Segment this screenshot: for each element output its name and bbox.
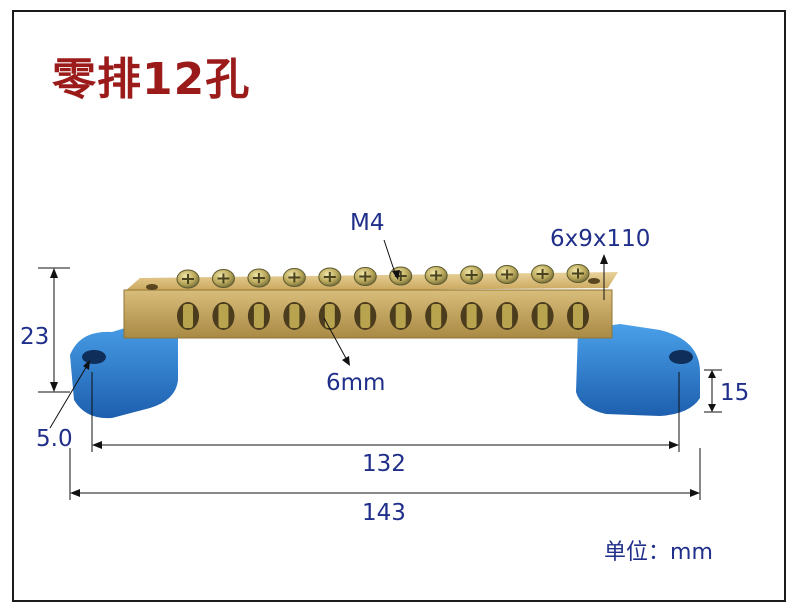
screw-thread: [324, 304, 335, 328]
screw-thread: [289, 304, 300, 328]
screw-thread: [431, 304, 442, 328]
height-label: 23: [20, 324, 50, 350]
hole-spacing-label: 132: [362, 451, 406, 477]
screw-thread: [395, 304, 406, 328]
bar-size-label: 6x9x110: [550, 226, 651, 252]
total-length-label: 143: [362, 500, 406, 526]
dimension-lines: [38, 239, 722, 500]
screw-thread: [466, 304, 477, 328]
terminal-holes: [177, 302, 589, 330]
screw-thread: [253, 304, 264, 328]
right-insulator: [576, 324, 700, 416]
screw-thread: [537, 304, 548, 328]
hole-diameter-label: 6mm: [326, 370, 386, 396]
unit-separator: ：: [648, 540, 671, 565]
dimension-arrows: [50, 254, 716, 497]
product-title: 零排12孔: [52, 54, 251, 105]
screw-thread: [183, 304, 193, 328]
unit-value: mm: [670, 540, 713, 565]
screw-thread: [573, 304, 583, 328]
screw-thread: [360, 304, 371, 328]
unit-label: 单位: [604, 540, 649, 565]
screw-thread: [502, 304, 513, 328]
screw-thread: [218, 304, 229, 328]
terminal-screws: [176, 264, 590, 289]
unit-note: 单位：mm: [604, 542, 713, 564]
mount-hole-label: 5.0: [36, 426, 73, 452]
base-height-label: 15: [720, 380, 750, 406]
left-insulator: [70, 318, 178, 419]
thread-size-label: M4: [350, 210, 385, 236]
